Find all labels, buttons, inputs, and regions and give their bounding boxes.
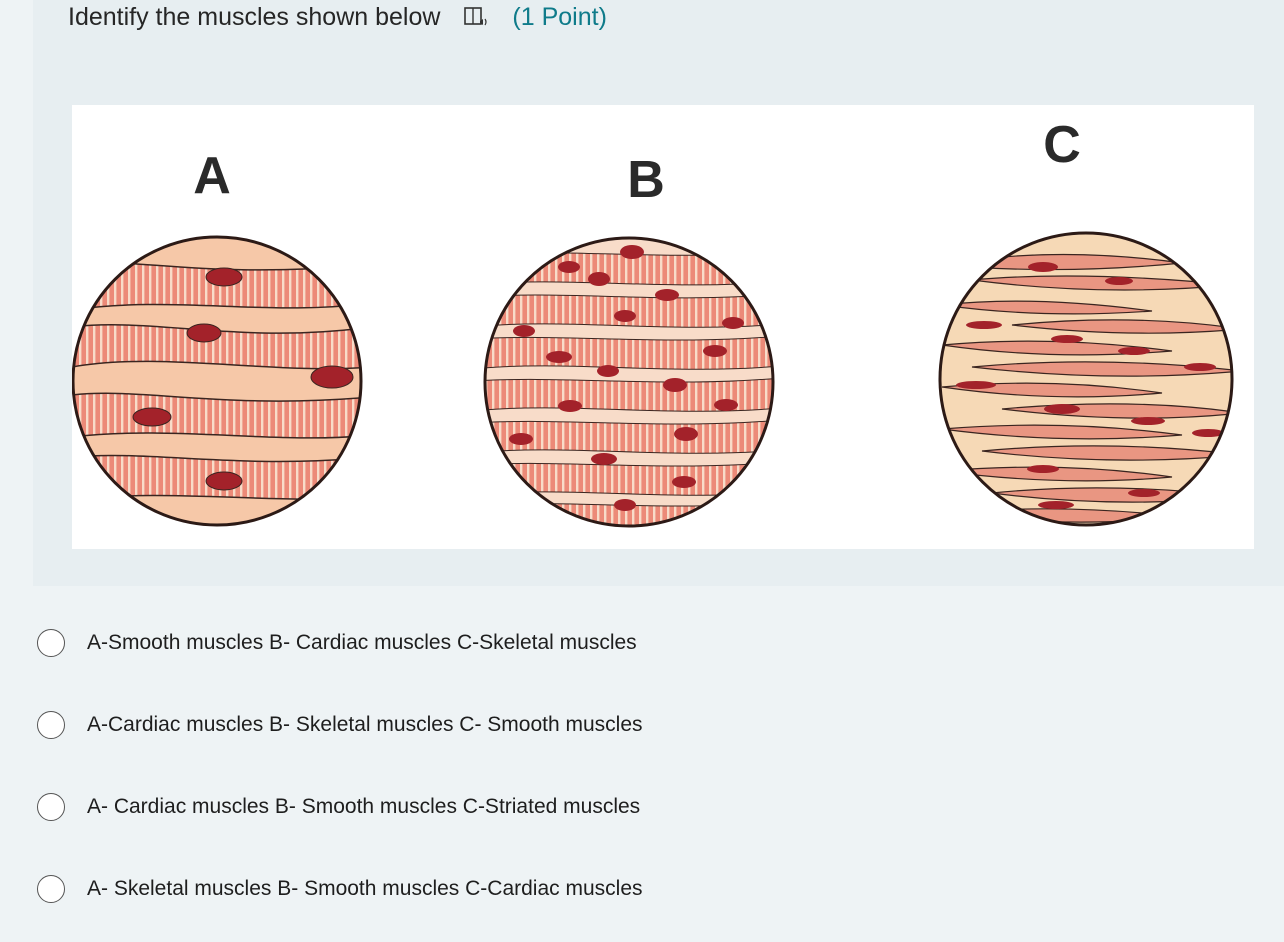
option-4[interactable]: A- Skeletal muscles B- Smooth muscles C-… [37, 867, 643, 911]
label-c: C [1043, 116, 1081, 174]
muscle-circle-c [940, 233, 1232, 525]
label-b: B [627, 151, 665, 209]
muscle-diagram: A B C [72, 116, 1234, 528]
question-title: Identify the muscles shown below [68, 2, 441, 31]
option-3[interactable]: A- Cardiac muscles B- Smooth muscles C-S… [37, 785, 640, 829]
question-header: Identify the muscles shown below (1 Poin… [68, 0, 607, 34]
option-1[interactable]: A-Smooth muscles B- Cardiac muscles C-Sk… [37, 621, 637, 665]
option-label: A-Cardiac muscles B- Skeletal muscles C-… [87, 713, 643, 736]
immersive-reader-icon[interactable] [462, 5, 490, 29]
option-label: A-Smooth muscles B- Cardiac muscles C-Sk… [87, 631, 637, 654]
radio-button[interactable] [37, 875, 65, 903]
points-label: (1 Point) [512, 2, 607, 31]
muscle-circle-a [73, 237, 361, 525]
radio-button[interactable] [37, 793, 65, 821]
radio-button[interactable] [37, 629, 65, 657]
radio-button[interactable] [37, 711, 65, 739]
option-2[interactable]: A-Cardiac muscles B- Skeletal muscles C-… [37, 703, 643, 747]
option-label: A- Skeletal muscles B- Smooth muscles C-… [87, 877, 643, 900]
muscle-figure: A B C [72, 105, 1254, 549]
muscle-circle-b [485, 238, 773, 526]
option-label: A- Cardiac muscles B- Smooth muscles C-S… [87, 795, 641, 818]
label-a: A [193, 147, 231, 205]
